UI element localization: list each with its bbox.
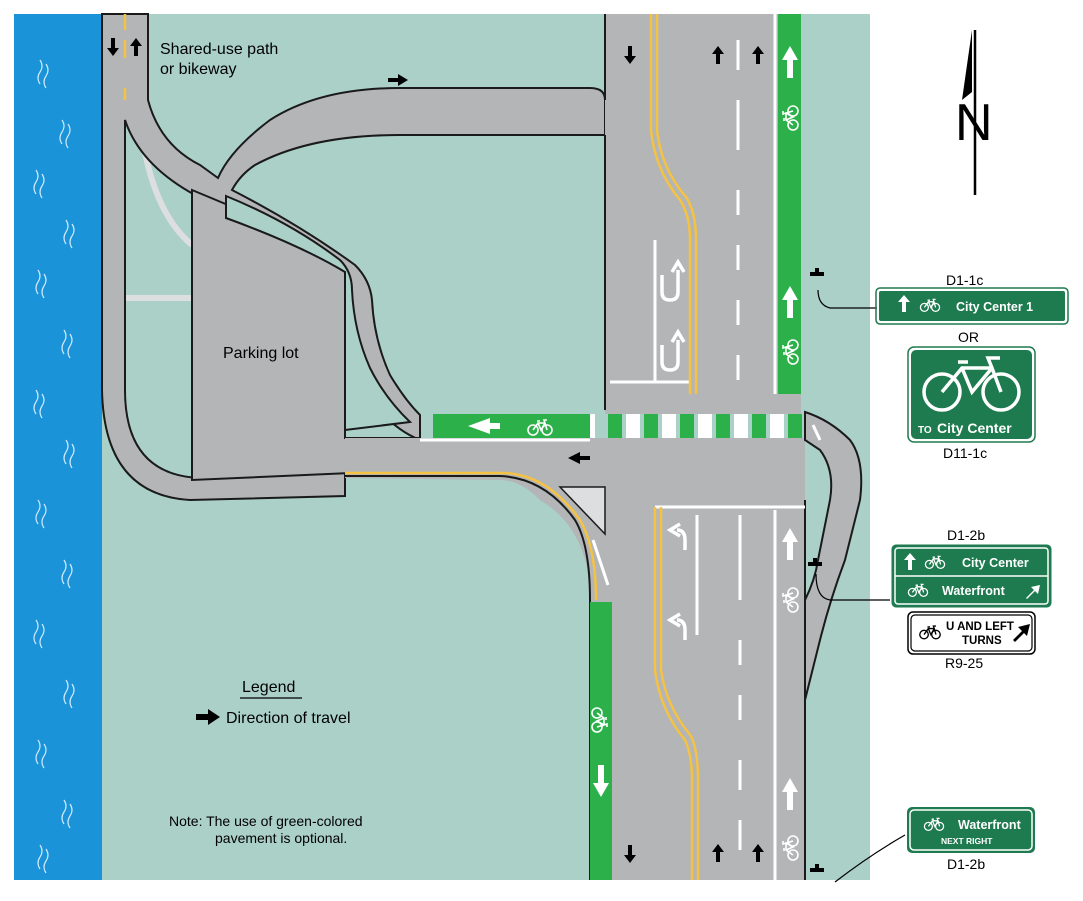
bike-lane-southbound [590,602,612,880]
sign-d11-1c-code: D11-1c [943,445,987,461]
note-line-2: pavement is optional. [215,830,347,846]
arrow-up-icon [898,295,910,312]
shared-use-path-label: Shared-use path [160,41,278,58]
sign-d1-1c-text: City Center 1 [956,300,1033,314]
north-arrow-icon: N [955,30,993,195]
lane-lines-white [420,14,822,880]
arrow-up-right-icon [1026,585,1040,599]
or-label: OR [958,329,979,345]
sign-d1-1c: City Center 1 [875,287,1069,325]
sign-d1-2b-bottom-line2: NEXT RIGHT [941,836,993,846]
water-area [14,14,102,880]
bike-lane-westbound [433,414,590,438]
right-turn-island [558,486,606,536]
sign-d1-2b-top: City Center Waterfront [891,544,1052,608]
shared-use-path-west [101,13,606,502]
bikeway-label: or bikeway [160,61,236,78]
bike-lane-arrows [468,46,798,810]
sign-d1-2b-bottom-code: D1-2b [947,856,985,872]
sign-r9-25-code: R9-25 [945,655,983,671]
north-label: N [955,94,993,152]
legend-arrow-icon [196,709,220,725]
sign-d1-2b-top-code: D1-2b [947,527,985,543]
cross-street [345,438,805,880]
sign-d1-2b-top-line1: City Center [962,556,1029,570]
note-line-1: Note: The use of green-colored [169,813,363,829]
arrow-up-right-icon [1013,624,1030,642]
centerlines-yellow [123,14,700,880]
legend-title: Legend [242,679,295,696]
large-bicycle-icon [922,356,1021,412]
sign-d1-2b-top-line2: Waterfront [942,584,1006,598]
sign-d1-2b-bottom-line1: Waterfront [958,818,1022,832]
sign-d1-2b-bottom: Waterfront NEXT RIGHT [907,807,1035,853]
main-road-north [605,14,801,414]
parking-lot-label: Parking lot [223,345,299,362]
crossing-white-bars [590,414,784,438]
arrow-up-icon [904,553,916,570]
legend-item-label: Direction of travel [226,710,351,727]
sign-d1-1c-code: D1-1c [946,272,983,288]
sign-d11-1c-to: TO [918,425,932,436]
u-turn-arrows [660,258,687,640]
east-ramp [804,410,863,701]
sign-r9-25-line2: TURNS [962,635,1002,647]
loop-island [225,194,413,432]
sign-r9-25: U AND LEFT TURNS [907,611,1036,655]
direction-arrows [107,38,764,863]
sign-d11-1c-text: City Center [937,420,1012,436]
sign-leaders [815,289,906,883]
sign-d11-1c: TO City Center [907,346,1036,443]
sign-post-markers [808,268,824,872]
sign-r9-25-line1: U AND LEFT [946,621,1014,633]
bike-lane-crossing-markings [608,414,802,438]
water-ripples [33,59,75,874]
